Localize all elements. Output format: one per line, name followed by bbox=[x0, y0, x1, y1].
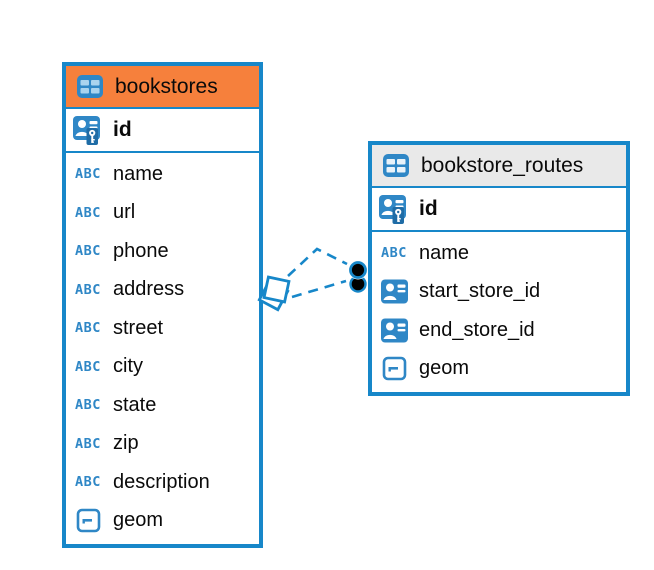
field-row[interactable]: ABC street bbox=[66, 309, 259, 348]
primary-key-icon bbox=[378, 193, 410, 225]
field-row[interactable]: geom bbox=[372, 349, 626, 388]
foreign-key-icon bbox=[378, 318, 410, 343]
geometry-type-icon bbox=[378, 356, 410, 381]
text-type-icon: ABC bbox=[75, 474, 101, 491]
relationship-line-2 bbox=[291, 279, 347, 299]
field-row[interactable]: ABC url bbox=[66, 193, 259, 232]
text-type-icon: ABC bbox=[75, 204, 101, 221]
field-row[interactable]: ABC name bbox=[66, 155, 259, 194]
field-name: url bbox=[113, 201, 136, 224]
field-name: city bbox=[113, 355, 143, 378]
field-name: zip bbox=[113, 432, 139, 455]
field-name: geom bbox=[419, 357, 470, 380]
relationship-line-1 bbox=[287, 247, 348, 277]
field-list: ABC name ABC url ABC phone ABC address A… bbox=[66, 153, 259, 544]
field-row-pk[interactable]: id bbox=[66, 109, 259, 153]
table-header-bookstores[interactable]: bookstores bbox=[66, 66, 259, 109]
field-row[interactable]: ABC phone bbox=[66, 232, 259, 271]
field-name: id bbox=[419, 197, 438, 220]
text-type-icon: ABC bbox=[75, 358, 101, 375]
text-type-icon: ABC bbox=[75, 166, 101, 183]
text-type-icon: ABC bbox=[75, 281, 101, 298]
field-name: state bbox=[113, 393, 157, 416]
field-name: name bbox=[419, 241, 470, 264]
field-row[interactable]: ABC description bbox=[66, 463, 259, 502]
table-bookstore-routes[interactable]: bookstore_routes id ABC name bbox=[368, 141, 630, 396]
field-row[interactable]: start_store_id bbox=[372, 272, 626, 311]
field-row[interactable]: end_store_id bbox=[372, 311, 626, 350]
field-row[interactable]: ABC name bbox=[372, 234, 626, 273]
table-title: bookstores bbox=[115, 74, 218, 98]
field-row[interactable]: geom bbox=[66, 501, 259, 540]
field-name: id bbox=[113, 118, 132, 141]
text-type-icon: ABC bbox=[75, 435, 101, 452]
field-name: description bbox=[113, 470, 210, 493]
field-row-pk[interactable]: id bbox=[372, 188, 626, 232]
diamond-marker bbox=[257, 275, 291, 312]
field-row[interactable]: ABC city bbox=[66, 347, 259, 386]
field-name: phone bbox=[113, 239, 169, 262]
text-type-icon: ABC bbox=[381, 245, 407, 262]
field-name: geom bbox=[113, 509, 164, 532]
text-type-icon: ABC bbox=[75, 397, 101, 414]
field-name: address bbox=[113, 278, 185, 301]
field-name: start_store_id bbox=[419, 280, 541, 303]
field-row[interactable]: ABC zip bbox=[66, 424, 259, 463]
table-title: bookstore_routes bbox=[421, 153, 584, 177]
table-header-bookstore-routes[interactable]: bookstore_routes bbox=[372, 145, 626, 188]
geometry-type-icon bbox=[72, 508, 104, 533]
field-name: end_store_id bbox=[419, 318, 535, 341]
table-bookstores[interactable]: bookstores id ABC name ABC bbox=[62, 62, 263, 548]
table-icon bbox=[74, 74, 106, 99]
field-name: street bbox=[113, 316, 164, 339]
table-icon bbox=[380, 153, 412, 178]
circle-marker bbox=[348, 260, 368, 293]
field-name: name bbox=[113, 162, 164, 185]
field-list: ABC name start_store_id bbox=[372, 232, 626, 392]
field-row[interactable]: ABC state bbox=[66, 386, 259, 425]
primary-key-icon bbox=[72, 114, 104, 146]
text-type-icon: ABC bbox=[75, 320, 101, 337]
field-row[interactable]: ABC address bbox=[66, 270, 259, 309]
text-type-icon: ABC bbox=[75, 243, 101, 260]
foreign-key-icon bbox=[378, 279, 410, 304]
